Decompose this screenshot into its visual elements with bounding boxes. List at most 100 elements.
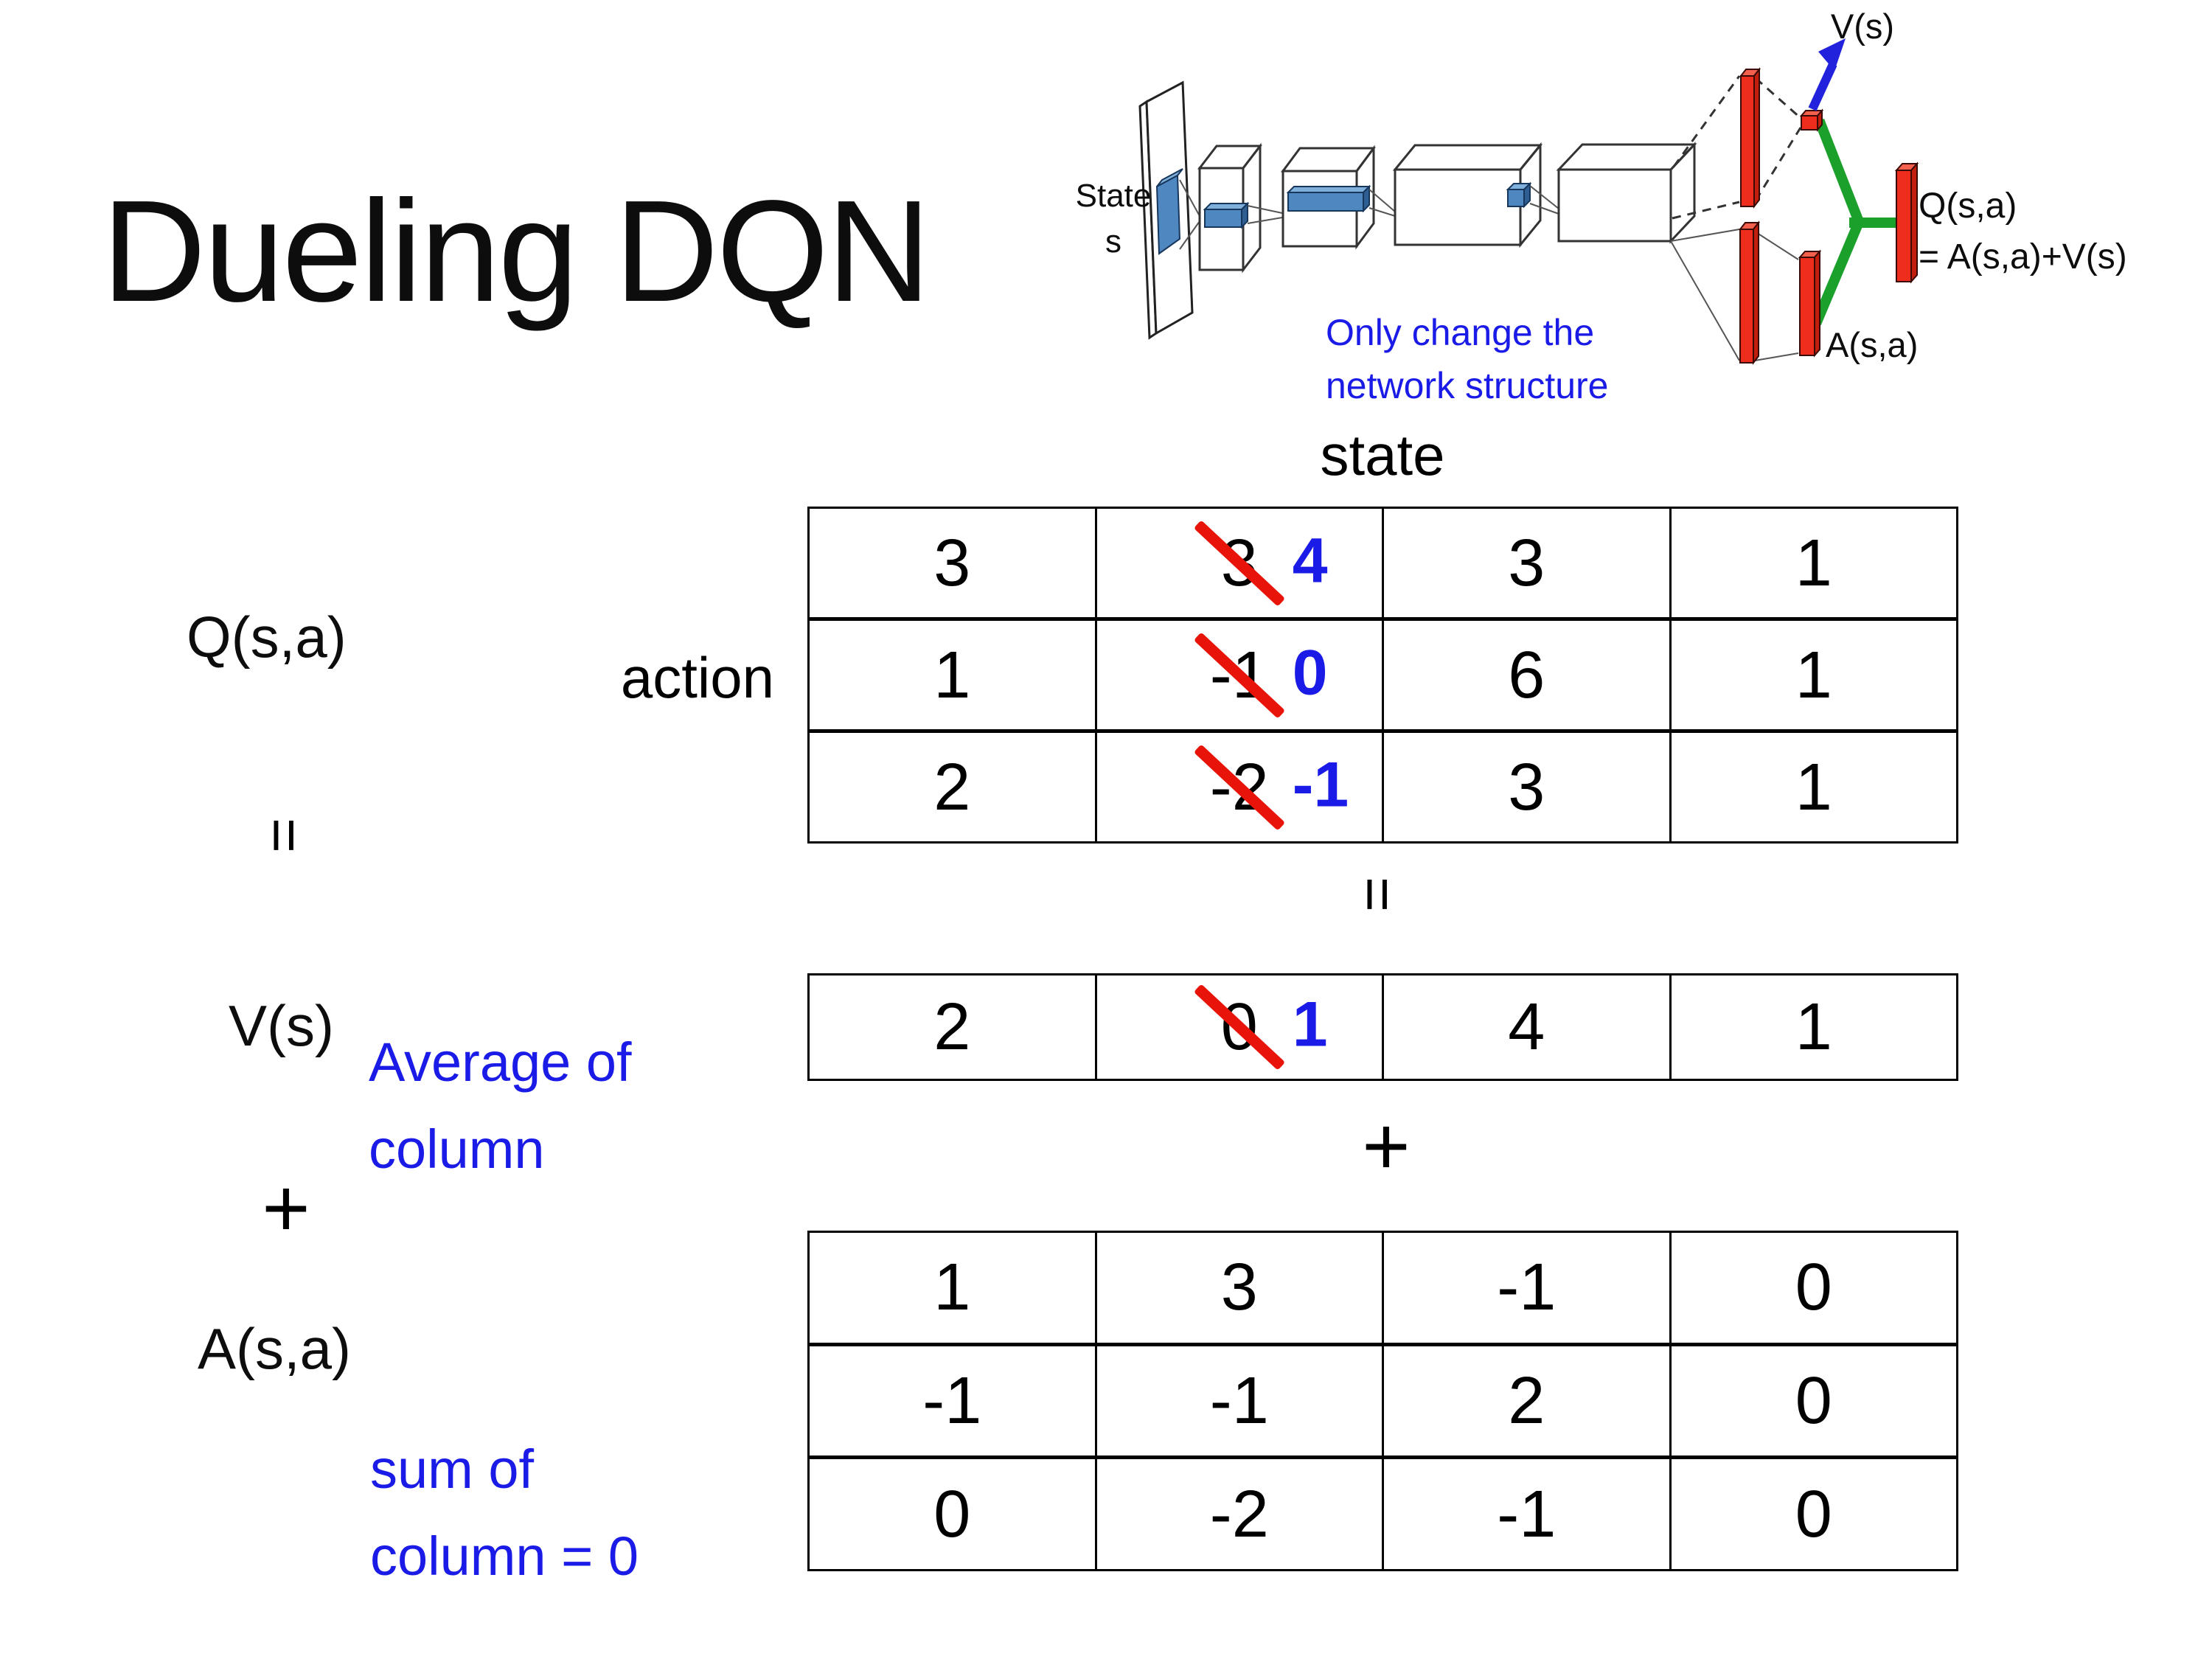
- table-cell: 2: [810, 733, 1097, 841]
- table-cell: -10: [1097, 621, 1384, 729]
- sum-of-column-note: sum of column = 0: [370, 1426, 639, 1601]
- table-cell: -2: [1097, 1459, 1384, 1570]
- advantage-bar: [1798, 249, 1822, 358]
- state-label: State: [1076, 178, 1152, 214]
- table-cell: 3: [1384, 509, 1672, 617]
- cell-value: 0: [1795, 1477, 1832, 1551]
- cell-value: 2: [933, 990, 971, 1064]
- table-row: 1 3 -1 0: [810, 1233, 1956, 1346]
- cell-value: 1: [1795, 750, 1832, 824]
- average-of-column-note: Average of column: [369, 1019, 632, 1194]
- cell-value: 1: [1795, 526, 1832, 600]
- table-cell: -2-1: [1097, 733, 1384, 841]
- table-cell: 1: [1672, 509, 1957, 617]
- equals-between-tables: =: [1344, 877, 1411, 912]
- table-cell: 0: [1672, 1233, 1957, 1343]
- cell-value: 4: [1508, 990, 1545, 1064]
- equation-q-term: Q(s,a): [187, 605, 347, 669]
- table-row: 2 -2-1 3 1: [810, 733, 1956, 841]
- cell-value: 3: [1508, 526, 1545, 600]
- table-cell: 1: [1672, 733, 1957, 841]
- conv-layer-box-3: [1392, 142, 1543, 248]
- cell-value: 1: [933, 1251, 971, 1325]
- q-value-table: 3 34 3 1 1 -10 6 1 2 -2-1 3 1: [807, 507, 1958, 844]
- table-cell: 3: [1097, 1233, 1384, 1343]
- cell-value: 3: [933, 526, 971, 600]
- feature-slab-2: [1286, 184, 1371, 213]
- value-arrow: [1808, 38, 1846, 111]
- cell-value: 1: [933, 638, 971, 712]
- cell-value: 2: [933, 750, 971, 824]
- fc-bar-top: [1739, 67, 1761, 209]
- plus-between-tables: +: [1362, 1099, 1411, 1192]
- cell-value: 0: [1795, 1251, 1832, 1325]
- replacement-value: 4: [1292, 525, 1328, 597]
- table-row: 0 -2 -1 0: [810, 1459, 1957, 1570]
- table-row: 3 34 3 1: [810, 509, 1956, 621]
- diagram-v-label: V(s): [1831, 7, 1894, 46]
- cell-value: 0: [933, 1477, 971, 1551]
- fc-layer-box: [1556, 142, 1697, 244]
- table-cell: 6: [1384, 621, 1672, 729]
- replacement-value: 0: [1292, 637, 1328, 709]
- equation-a-term: A(s,a): [198, 1316, 352, 1381]
- table-cell: 3: [1384, 733, 1672, 841]
- state-axis-label: state: [1320, 422, 1445, 487]
- table-cell: 3: [810, 509, 1097, 617]
- cell-value: 1: [1795, 990, 1832, 1064]
- conv-layer-box-2: [1281, 145, 1376, 250]
- cell-value: -1: [1497, 1251, 1557, 1325]
- table-cell: 2: [1384, 1346, 1672, 1456]
- advantage-stream-lines: [1670, 229, 1799, 361]
- table-row: 2 01 4 1: [810, 975, 1956, 1079]
- feature-slab-1: [1203, 201, 1250, 229]
- cell-value: 6: [1508, 638, 1545, 712]
- conv-filter-wedge: [1155, 168, 1183, 255]
- state-value-table: 2 01 4 1: [807, 973, 1958, 1081]
- connection-lines: [1179, 179, 1200, 250]
- feature-slab-3: [1506, 181, 1532, 209]
- cell-value: 3: [1220, 1251, 1258, 1325]
- table-cell: 34: [1097, 509, 1384, 617]
- cell-value: -2: [1209, 1477, 1269, 1551]
- q-output-bar: [1894, 161, 1919, 284]
- cell-value: -1: [1209, 1364, 1269, 1438]
- note-line: column = 0: [370, 1526, 639, 1587]
- connection-lines: [1529, 185, 1559, 215]
- table-cell: -1: [810, 1346, 1097, 1456]
- table-cell: 0: [1672, 1459, 1957, 1569]
- diagram-q-label-line1: Q(s,a): [1919, 187, 2017, 226]
- advantage-table: 1 3 -1 0 -1 -1 2 0 0 -2 -1 0: [807, 1231, 1958, 1571]
- table-cell: -1: [1097, 1346, 1384, 1456]
- table-row: -1 -1 2 0: [810, 1346, 1956, 1460]
- cell-value: -1: [922, 1364, 982, 1438]
- network-architecture-diagram: State s Only change the network structur…: [1054, 0, 2212, 413]
- diagram-caption-line2: network structure: [1326, 365, 1608, 406]
- diagram-a-label: A(s,a): [1826, 325, 1918, 364]
- table-cell: 1: [810, 621, 1097, 729]
- cell-value: -1: [1497, 1477, 1557, 1551]
- connection-lines: [1368, 189, 1396, 217]
- diagram-caption-line1: Only change the: [1326, 312, 1594, 353]
- aggregate-connector: [1811, 118, 1899, 326]
- table-cell: 01: [1097, 975, 1384, 1079]
- table-row: 1 -10 6 1: [810, 621, 1956, 733]
- replacement-value: 1: [1292, 989, 1328, 1060]
- table-cell: -1: [1384, 1459, 1672, 1570]
- table-cell: 1: [1672, 975, 1957, 1079]
- note-line: column: [369, 1119, 545, 1180]
- table-cell: 1: [1672, 621, 1957, 729]
- diagram-q-label-line2: = A(s,a)+V(s): [1919, 237, 2127, 276]
- fc-bar-bottom: [1738, 220, 1761, 365]
- state-label-s: s: [1105, 223, 1121, 260]
- cell-value: 1: [1795, 638, 1832, 712]
- cell-value: 0: [1795, 1364, 1832, 1438]
- cell-value: 3: [1508, 750, 1545, 824]
- connection-lines: [1247, 205, 1283, 224]
- table-cell: 0: [810, 1459, 1097, 1570]
- equation-equals-left: =: [251, 818, 318, 853]
- equation-v-term: V(s): [229, 993, 334, 1058]
- table-cell: 1: [810, 1233, 1097, 1343]
- equation-plus-left: +: [262, 1161, 310, 1254]
